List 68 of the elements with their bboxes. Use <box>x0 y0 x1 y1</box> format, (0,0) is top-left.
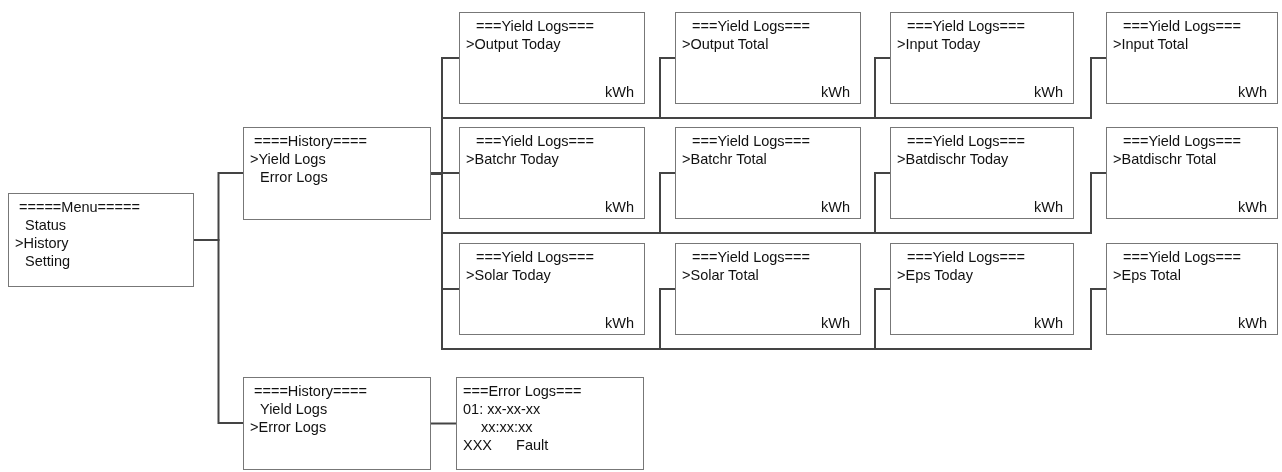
menu-item: Setting <box>24 252 71 270</box>
display-screen-box <box>456 377 644 470</box>
display-screen-box <box>459 243 645 335</box>
reading-label: >Eps Today <box>897 266 973 284</box>
reading-label: >Batchr Today <box>466 150 559 168</box>
display-screen-box <box>459 127 645 219</box>
menu-item: >Error Logs <box>250 418 327 436</box>
screen-heading: ===Yield Logs=== <box>1122 248 1241 266</box>
menu-item: >Yield Logs <box>250 150 326 168</box>
screen-heading: ===Yield Logs=== <box>1122 132 1241 150</box>
unit-label: kWh <box>1034 198 1063 216</box>
unit-label: kWh <box>1238 198 1267 216</box>
unit-label: kWh <box>821 314 850 332</box>
display-screen-box <box>890 12 1074 104</box>
connector-line <box>193 239 244 424</box>
screen-heading: ===Yield Logs=== <box>691 132 810 150</box>
display-screen-box <box>675 12 861 104</box>
reading-label: >Batdischr Total <box>1113 150 1217 168</box>
display-screen-box <box>890 243 1074 335</box>
screen-heading: ===Yield Logs=== <box>475 17 594 35</box>
menu-item: Status <box>24 216 67 234</box>
unit-label: kWh <box>821 198 850 216</box>
display-screen-box <box>1106 12 1278 104</box>
display-screen-box <box>1106 127 1278 219</box>
screen-heading: ===Yield Logs=== <box>475 248 594 266</box>
screen-heading: ===Yield Logs=== <box>906 248 1025 266</box>
display-screen-box <box>1106 243 1278 335</box>
screen-heading: ===Yield Logs=== <box>906 132 1025 150</box>
reading-label: >Eps Total <box>1113 266 1181 284</box>
menu-item: Yield Logs <box>259 400 328 418</box>
reading-label: >Solar Total <box>682 266 759 284</box>
log-line: 01: xx-xx-xx <box>463 400 541 418</box>
display-screen-box <box>890 127 1074 219</box>
reading-label: >Input Today <box>897 35 981 53</box>
display-screen-box <box>459 12 645 104</box>
menu-screen-box <box>8 193 194 287</box>
unit-label: kWh <box>605 83 634 101</box>
log-line: XXX Fault <box>463 436 549 454</box>
connector-line <box>430 422 457 425</box>
screen-heading: ====History==== <box>253 382 367 400</box>
unit-label: kWh <box>1034 83 1063 101</box>
reading-label: >Batdischr Today <box>897 150 1009 168</box>
screen-heading: =====Menu===== <box>18 198 140 216</box>
log-line: xx:xx:xx <box>480 418 533 436</box>
menu-item: Error Logs <box>259 168 328 186</box>
unit-label: kWh <box>605 198 634 216</box>
display-screen-box <box>675 243 861 335</box>
menu-screen-box <box>243 377 431 470</box>
screen-heading: ===Yield Logs=== <box>691 248 810 266</box>
reading-label: >Output Total <box>682 35 769 53</box>
reading-label: >Batchr Total <box>682 150 767 168</box>
screen-heading: ====History==== <box>253 132 367 150</box>
reading-label: >Solar Today <box>466 266 551 284</box>
reading-label: >Input Total <box>1113 35 1189 53</box>
unit-label: kWh <box>605 314 634 332</box>
reading-label: >Output Today <box>466 35 561 53</box>
screen-heading: ===Yield Logs=== <box>475 132 594 150</box>
unit-label: kWh <box>1238 314 1267 332</box>
menu-screen-box <box>243 127 431 220</box>
screen-heading: ===Yield Logs=== <box>906 17 1025 35</box>
screen-heading: ===Error Logs=== <box>463 382 582 400</box>
screen-heading: ===Yield Logs=== <box>1122 17 1241 35</box>
unit-label: kWh <box>821 83 850 101</box>
unit-label: kWh <box>1034 314 1063 332</box>
screen-heading: ===Yield Logs=== <box>691 17 810 35</box>
display-screen-box <box>675 127 861 219</box>
unit-label: kWh <box>1238 83 1267 101</box>
menu-item: >History <box>15 234 69 252</box>
